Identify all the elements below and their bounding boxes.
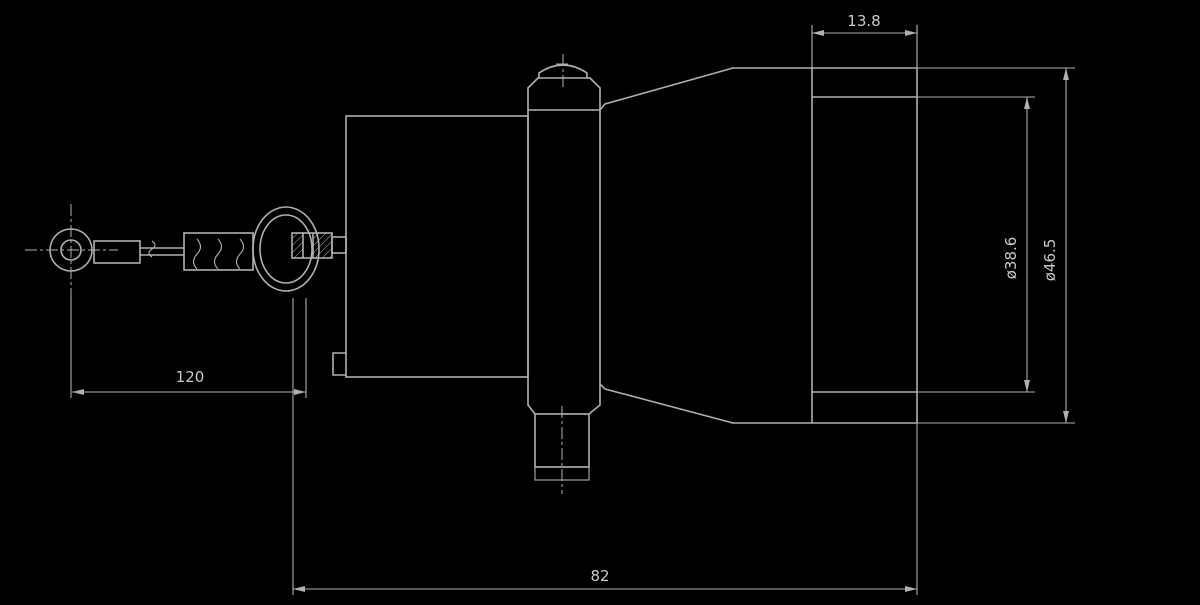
dimension-120: 120	[70, 297, 307, 398]
dimension-dia-38-6: ø38.6	[917, 96, 1035, 393]
dimension-dia-46-5: ø46.5	[917, 67, 1075, 424]
connector-body	[332, 115, 529, 378]
rear-housing	[732, 67, 918, 424]
dim-label-82: 82	[590, 567, 609, 585]
keyring	[25, 204, 118, 297]
lanyard-cable	[93, 232, 254, 271]
lanyard-loop	[252, 206, 320, 292]
cable-break-symbol	[148, 240, 156, 258]
cap-neck	[331, 236, 347, 254]
dimension-82: 82	[292, 25, 918, 595]
dim-label-dia-46-5: ø46.5	[1041, 239, 1059, 282]
dim-label-dia-38-6: ø38.6	[1002, 237, 1020, 280]
dimension-13-8: 13.8	[811, 12, 918, 68]
contact-carrier	[527, 54, 601, 494]
body-tether-notch	[332, 352, 347, 376]
crimp-sleeve-1	[93, 240, 141, 264]
dim-label-120: 120	[176, 368, 205, 386]
cone-housing	[599, 67, 734, 424]
dim-label-13-8: 13.8	[847, 12, 880, 30]
sealing-cap	[291, 232, 347, 259]
